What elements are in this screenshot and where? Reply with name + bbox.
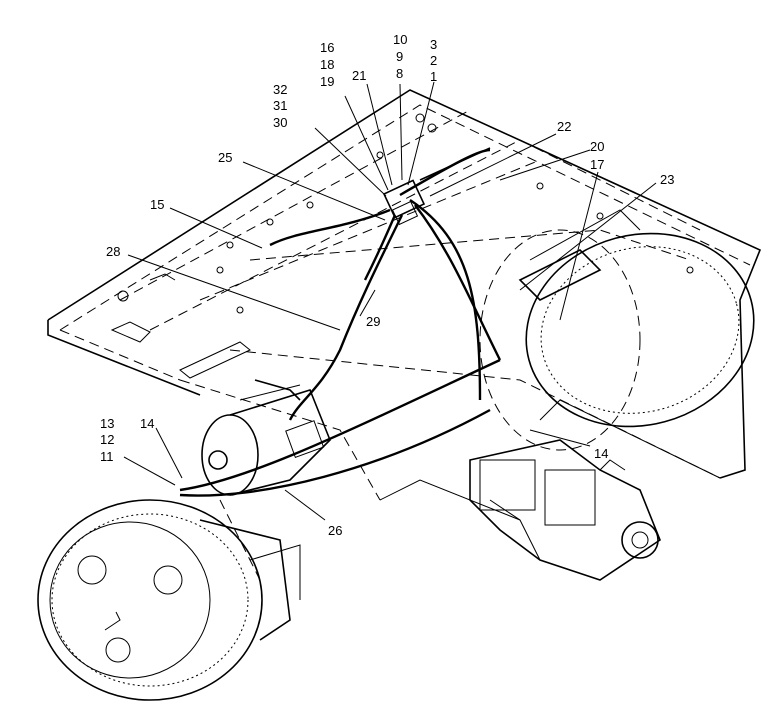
callout-10: 10 — [393, 32, 407, 47]
callout-25: 23 — [660, 172, 674, 187]
callout-28: 28 — [106, 244, 120, 259]
callout-3: 3 — [430, 37, 437, 52]
callout-12: 12 — [100, 432, 114, 447]
callout-21: 20 — [590, 139, 604, 154]
callout-11: 11 — [100, 449, 114, 464]
pump-assembly — [469, 439, 661, 581]
hydraulic-hoses — [179, 147, 502, 497]
right-drive-drum — [479, 209, 755, 451]
callout-19: 18 — [320, 57, 334, 72]
callout-27: 26 — [328, 523, 342, 538]
callout-30: 30 — [273, 115, 287, 130]
callout-31: 31 — [273, 98, 287, 113]
left-drive-drum — [37, 499, 301, 701]
callout-29: 29 — [366, 314, 380, 329]
callout-26: 25 — [218, 150, 232, 165]
leader-lines — [123, 81, 657, 521]
callout-23: 22 — [557, 119, 571, 134]
callout-14: 14 — [594, 446, 608, 461]
callout-2: 2 — [430, 53, 437, 68]
callout-16: 14 — [140, 416, 154, 431]
callout-32: 32 — [273, 82, 287, 97]
callout-18: 17 — [590, 157, 604, 172]
chassis-frame — [47, 89, 762, 521]
callout-labels: 3 2 1 10 9 8 16 18 19 21 32 31 30 22 20 … — [100, 32, 674, 538]
callout-15: 15 — [150, 197, 164, 212]
hydraulic-motor-left — [201, 384, 331, 496]
valve-block — [382, 179, 426, 226]
callout-9: 9 — [396, 49, 403, 64]
callout-20: 19 — [320, 74, 334, 89]
callout-17: 16 — [320, 40, 334, 55]
callout-8: 8 — [396, 66, 403, 81]
callout-13: 13 — [100, 416, 114, 431]
callout-1: 1 — [430, 69, 437, 84]
callout-22: 21 — [352, 68, 366, 83]
